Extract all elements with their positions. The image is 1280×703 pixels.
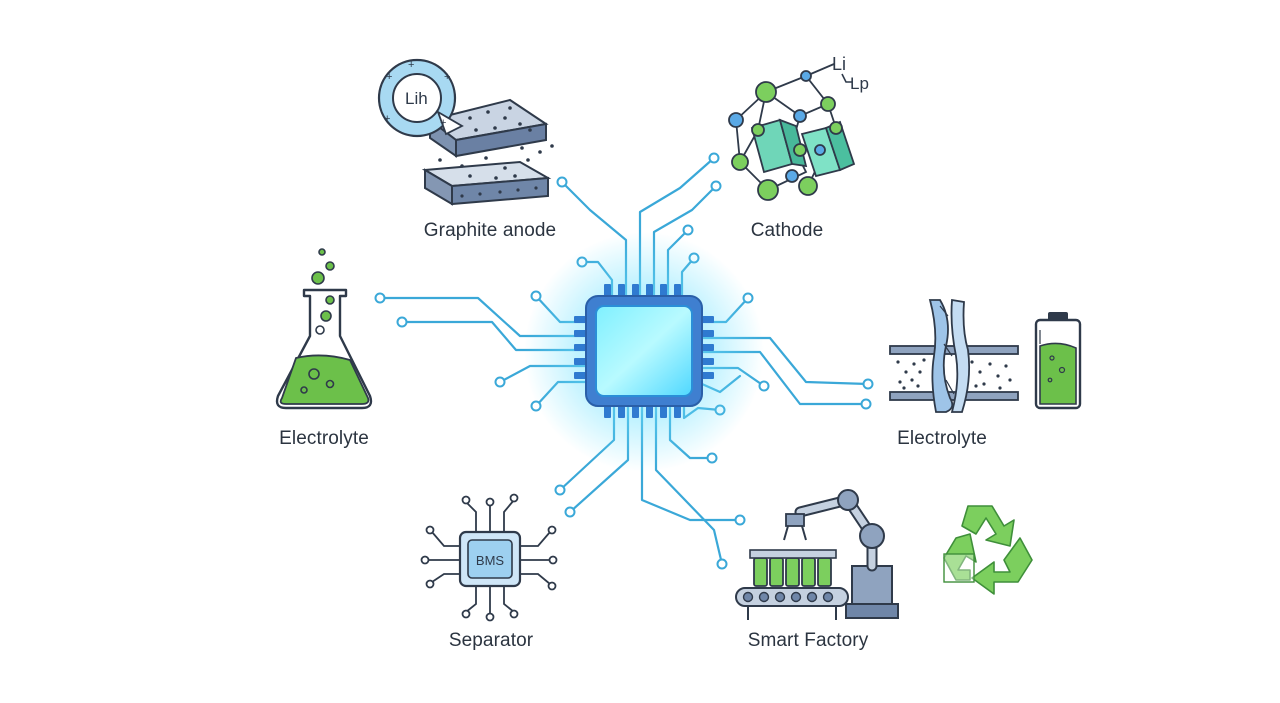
central-chip-icon	[524, 232, 764, 472]
lih-text: Lih	[405, 89, 428, 108]
electrolyte-flask-icon	[275, 248, 373, 410]
cathode-crystal-icon: Li Lp	[728, 54, 869, 201]
recycle-icon	[943, 505, 1033, 595]
li-text: Li	[832, 54, 846, 74]
battery-icon	[1034, 312, 1082, 410]
label-smart-factory: Smart Factory	[747, 630, 869, 651]
graphite-anode-icon: + + + + + Lih	[377, 58, 554, 206]
bms-text: BMS	[476, 553, 505, 568]
label-electrolyte-left: Electrolyte	[279, 428, 369, 449]
label-graphite-anode: Graphite anode	[423, 220, 557, 241]
svg-text:+: +	[384, 113, 390, 125]
svg-text:+: +	[440, 117, 446, 129]
electrolyte-separator-icon	[889, 298, 1019, 413]
lp-text: Lp	[850, 74, 869, 93]
label-separator: Separator	[448, 630, 534, 651]
svg-text:+: +	[408, 59, 414, 71]
label-electrolyte-right: Electrolyte	[897, 428, 987, 449]
label-cathode: Cathode	[750, 220, 824, 241]
bms-chip-icon: BMS	[420, 493, 558, 622]
svg-text:+: +	[386, 71, 392, 83]
svg-text:+: +	[444, 71, 450, 83]
smart-factory-robot-icon	[735, 489, 899, 620]
